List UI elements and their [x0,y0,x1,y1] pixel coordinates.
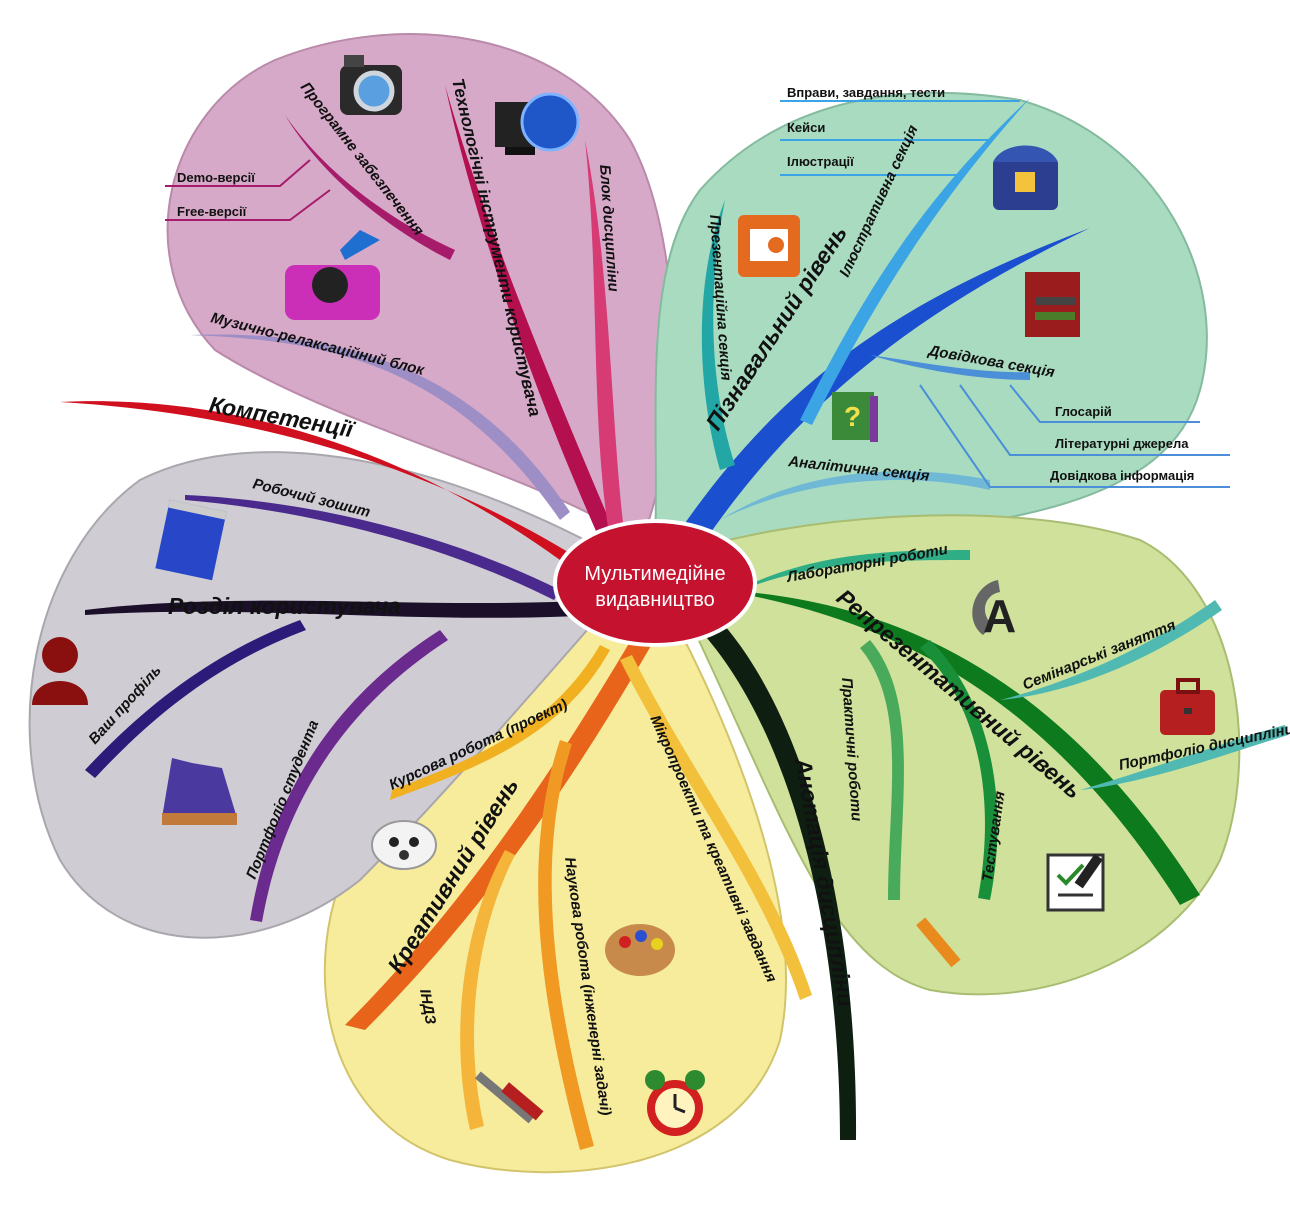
label-free: Free-версії [177,204,247,219]
svg-text:?: ? [844,401,861,432]
center-line-2: видавництво [595,589,715,611]
branch-prezentatsiina [701,200,735,470]
help-book-icon: ? [832,392,878,442]
branch-analitychna [720,471,990,520]
branches [60,85,1288,1150]
branch-rozdil [85,600,600,618]
branch-anotatsiia [680,600,857,1140]
free-line [165,189,331,221]
center-node: Мультимедійне видавництво [553,519,757,647]
label-ilustratsii: Ілюстрації [787,154,854,169]
label-literaturni: Літературні джерела [1055,436,1189,451]
checklist-icon [1046,853,1105,912]
branch-blok [585,140,625,540]
cloud-face-icon [371,820,437,870]
compass-icon: A [972,580,1016,642]
literaturni-line [959,384,1230,456]
petal-pink [166,33,674,547]
palette-icon [605,924,675,976]
label-keisy: Кейси [787,120,825,135]
hlosarii-line [1009,384,1200,423]
branch-piznavalnyi [670,228,1090,548]
label-demo: Demo-версії [177,170,255,185]
notebook-icon [155,499,227,581]
branch-prohramne [285,115,455,260]
treasure-chest-icon [993,145,1058,210]
branch-kreatyvnyi [345,625,660,1030]
briefcase-icon [1160,678,1215,735]
label-rozdil: Розділ користувача [168,593,401,619]
branch-kursova [390,645,610,800]
presentation-icon [738,215,800,277]
camera-icon [340,55,402,115]
branch-dovidkova [870,355,1030,380]
center-line-1: Мультимедійне [584,563,725,585]
label-hlosarii: Глосарій [1055,404,1112,419]
branch-naukova [538,740,594,1150]
branch-muzychno [190,334,570,520]
tools-icon [474,1071,544,1124]
dovidkova-info-line [919,384,1230,488]
branch-mikroproekty [620,655,812,1000]
label-vpravy: Вправи, завдання, тести [787,85,945,100]
user-icon [32,637,88,705]
branch-indz [460,850,515,1130]
books-icon [1025,272,1080,337]
gramophone-icon [285,230,380,320]
svg-text:A: A [983,590,1016,642]
label-indz: ІНДЗ [416,988,439,1026]
demo-line [165,159,311,187]
branch-praktychni [860,640,904,900]
pencil-icon [916,917,961,968]
globe-monitor-icon [495,92,580,155]
branch-laboratorni [720,550,970,600]
fan-folder-icon [162,758,237,825]
connector-lines [165,100,1230,488]
branch-testuvannia [920,640,998,900]
alarm-clock-icon [645,1070,705,1136]
branch-portfolio-d [1080,725,1288,790]
label-dovidkova-info: Довідкова інформація [1050,468,1194,483]
branch-ilustratyvna [800,98,1030,425]
branch-vash-profil [85,620,306,778]
